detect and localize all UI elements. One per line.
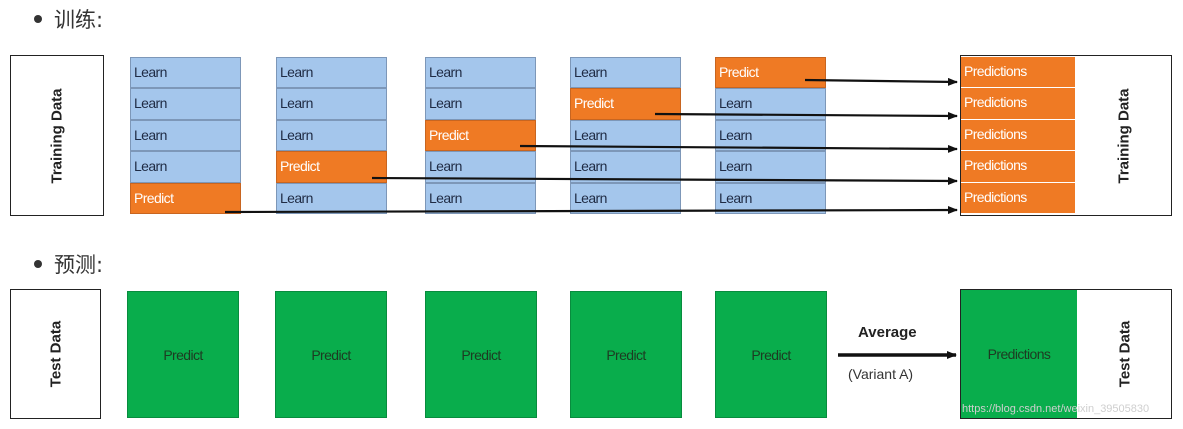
- fold-3-cell-3: Predict: [425, 119, 536, 152]
- test-data-right-label: Test Data: [1116, 320, 1134, 388]
- fold-5-cell-5: Learn: [715, 182, 826, 214]
- fold-1-cell-4: Learn: [130, 151, 241, 183]
- bullet-dot: [34, 260, 42, 268]
- fold-4-cell-2: Predict: [570, 88, 681, 120]
- fold-2-cell-5: Learn: [276, 182, 387, 214]
- predictions-cell-2: Predictions: [961, 88, 1075, 120]
- fold-5-cell-2: Learn: [715, 88, 826, 120]
- training-data-left-box: Training Data: [10, 55, 104, 216]
- fold-4-cell-3: Learn: [570, 119, 681, 152]
- test-predictions-cell: Predictions: [961, 290, 1077, 418]
- fold-5-cell-1: Predict: [715, 57, 826, 89]
- training-data-right-label: Training Data: [1115, 87, 1133, 184]
- training-data-left-label: Training Data: [48, 87, 66, 184]
- fold-4-cell-1: Learn: [570, 57, 681, 89]
- fold-column-5: Predict Learn Learn Learn Learn: [715, 57, 826, 214]
- bullet-dot: [34, 15, 42, 23]
- watermark: https://blog.csdn.net/weixin_39505830: [962, 403, 1150, 415]
- training-heading: 训练:: [34, 4, 103, 34]
- fold-1-cell-1: Learn: [130, 57, 241, 89]
- fold-3-cell-5: Learn: [425, 182, 536, 214]
- fold-1-cell-3: Learn: [130, 119, 241, 152]
- predictions-cell-4: Predictions: [961, 151, 1075, 183]
- predictions-stack: Predictions Predictions Predictions Pred…: [961, 57, 1075, 214]
- fold-2-cell-3: Learn: [276, 119, 387, 152]
- test-predict-box-5: Predict: [715, 291, 827, 418]
- variant-label: (Variant A): [848, 366, 914, 382]
- fold-3-cell-1: Learn: [425, 57, 536, 89]
- predictions-cell-1: Predictions: [961, 57, 1075, 89]
- training-heading-text: 训练:: [54, 8, 104, 32]
- predictions-cell-5: Predictions: [961, 182, 1075, 214]
- prediction-heading-text: 预测:: [54, 253, 104, 277]
- test-predict-box-4: Predict: [570, 291, 682, 418]
- fold-2-cell-4: Predict: [276, 151, 387, 183]
- test-predictions-box: Predictions Test Data: [960, 289, 1172, 419]
- fold-3-cell-2: Learn: [425, 88, 536, 120]
- test-data-left-label: Test Data: [47, 320, 64, 388]
- fold-5-cell-4: Learn: [715, 151, 826, 183]
- test-predict-box-1: Predict: [127, 291, 239, 418]
- fold-4-cell-5: Learn: [570, 182, 681, 214]
- fold-4-cell-4: Learn: [570, 151, 681, 183]
- arrow-fold-5: [804, 77, 958, 86]
- fold-1-cell-5: Predict: [130, 182, 241, 214]
- fold-2-cell-1: Learn: [276, 57, 387, 89]
- fold-column-3: Learn Learn Predict Learn Learn: [425, 57, 536, 214]
- fold-5-cell-3: Learn: [715, 119, 826, 152]
- average-label: Average: [858, 324, 917, 341]
- training-predictions-box: Predictions Predictions Predictions Pred…: [960, 55, 1172, 216]
- test-predict-box-3: Predict: [425, 291, 537, 418]
- fold-3-cell-4: Learn: [425, 151, 536, 183]
- fold-column-1: Learn Learn Learn Learn Predict: [130, 57, 241, 214]
- fold-column-2: Learn Learn Learn Predict Learn: [276, 57, 387, 214]
- fold-2-cell-2: Learn: [276, 88, 387, 120]
- fold-1-cell-2: Learn: [130, 88, 241, 120]
- predictions-cell-3: Predictions: [961, 119, 1075, 152]
- prediction-heading: 预测:: [34, 249, 103, 279]
- test-data-left-box: Test Data: [10, 289, 101, 419]
- fold-column-4: Learn Predict Learn Learn Learn: [570, 57, 681, 214]
- test-predict-box-2: Predict: [275, 291, 387, 418]
